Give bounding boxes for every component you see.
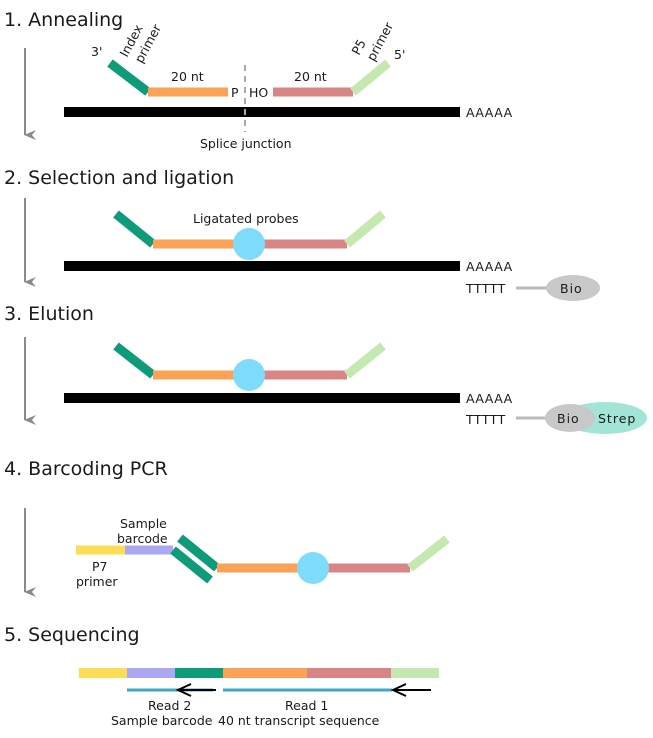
ligation-site-icon: [233, 359, 265, 391]
step-title-elution: 3. Elution: [4, 303, 94, 325]
p5-primer-label-line2: primer: [363, 19, 396, 63]
p7-primer-label-line2: primer: [76, 574, 118, 589]
read1-label: Read 1: [285, 698, 328, 713]
sequencing-panel: Read 2 Sample barcode Read 1 40 nt trans…: [79, 668, 439, 728]
p5-primer-segment: [350, 59, 391, 96]
poly-a-label: AAAAA: [466, 259, 513, 274]
five-prime-label: 5': [394, 47, 405, 62]
p5-primer-segment: [407, 535, 450, 572]
step-title-sequencing: 5. Sequencing: [4, 624, 140, 646]
ligated-probes-label: Ligatated probes: [193, 211, 299, 226]
index-primer-segment: [107, 59, 151, 96]
three-prime-label: 3': [91, 44, 102, 59]
elution-panel: AAAAA TTTTT Bio Strep: [64, 342, 647, 434]
sample-barcode-label-line1: Sample: [120, 516, 167, 531]
ligation-site-icon: [233, 228, 265, 260]
read1-description: 40 nt transcript sequence: [218, 713, 380, 728]
streptavidin-label: Strep: [598, 411, 636, 426]
read2-description: Sample barcode: [111, 713, 213, 728]
biotin-label: Bio: [557, 411, 580, 426]
step-title-selection-ligation: 2. Selection and ligation: [4, 167, 234, 189]
step-title-barcoding-pcr: 4. Barcoding PCR: [4, 458, 168, 480]
poly-t-label: TTTTT: [465, 412, 506, 427]
ligation-site-icon: [297, 552, 329, 584]
poly-a-label: AAAAA: [466, 105, 513, 120]
sample-barcode-label-line2: barcode: [117, 531, 168, 546]
index-primer-segment: [113, 342, 156, 379]
poly-t-label: TTTTT: [465, 281, 506, 296]
phosphate-label: P: [231, 85, 239, 100]
biotin-bead-icon: [546, 275, 600, 301]
barcoding-panel: Sample barcode P7 primer: [76, 516, 450, 589]
read1-arrow-icon: [390, 683, 431, 697]
biotin-bead-icon: [545, 404, 595, 432]
p5-primer-segment: [344, 342, 386, 379]
p7-primer-label-line1: P7: [92, 559, 108, 574]
step-title-annealing: 1. Annealing: [4, 9, 123, 31]
p5-primer-segment: [344, 210, 386, 248]
read2-arrow-icon: [175, 683, 216, 697]
annealing-panel: 3' Index primer 20 nt P HO 20 nt P5 prim…: [64, 19, 513, 151]
ligation-panel: Ligatated probes AAAAA TTTTT Bio: [64, 210, 600, 301]
right-20nt-label: 20 nt: [294, 69, 327, 84]
splice-junction-label: Splice junction: [200, 136, 292, 151]
biotin-label: Bio: [560, 281, 583, 296]
hydroxyl-label: HO: [249, 85, 268, 100]
index-primer-segment: [177, 534, 220, 572]
poly-a-label: AAAAA: [466, 391, 513, 406]
left-20nt-label: 20 nt: [171, 69, 204, 84]
read2-label: Read 2: [148, 698, 191, 713]
p5-primer-label-line1: P5: [348, 37, 369, 58]
index-primer-segment: [113, 210, 156, 248]
index-primer-segment-annealed: [170, 546, 213, 584]
